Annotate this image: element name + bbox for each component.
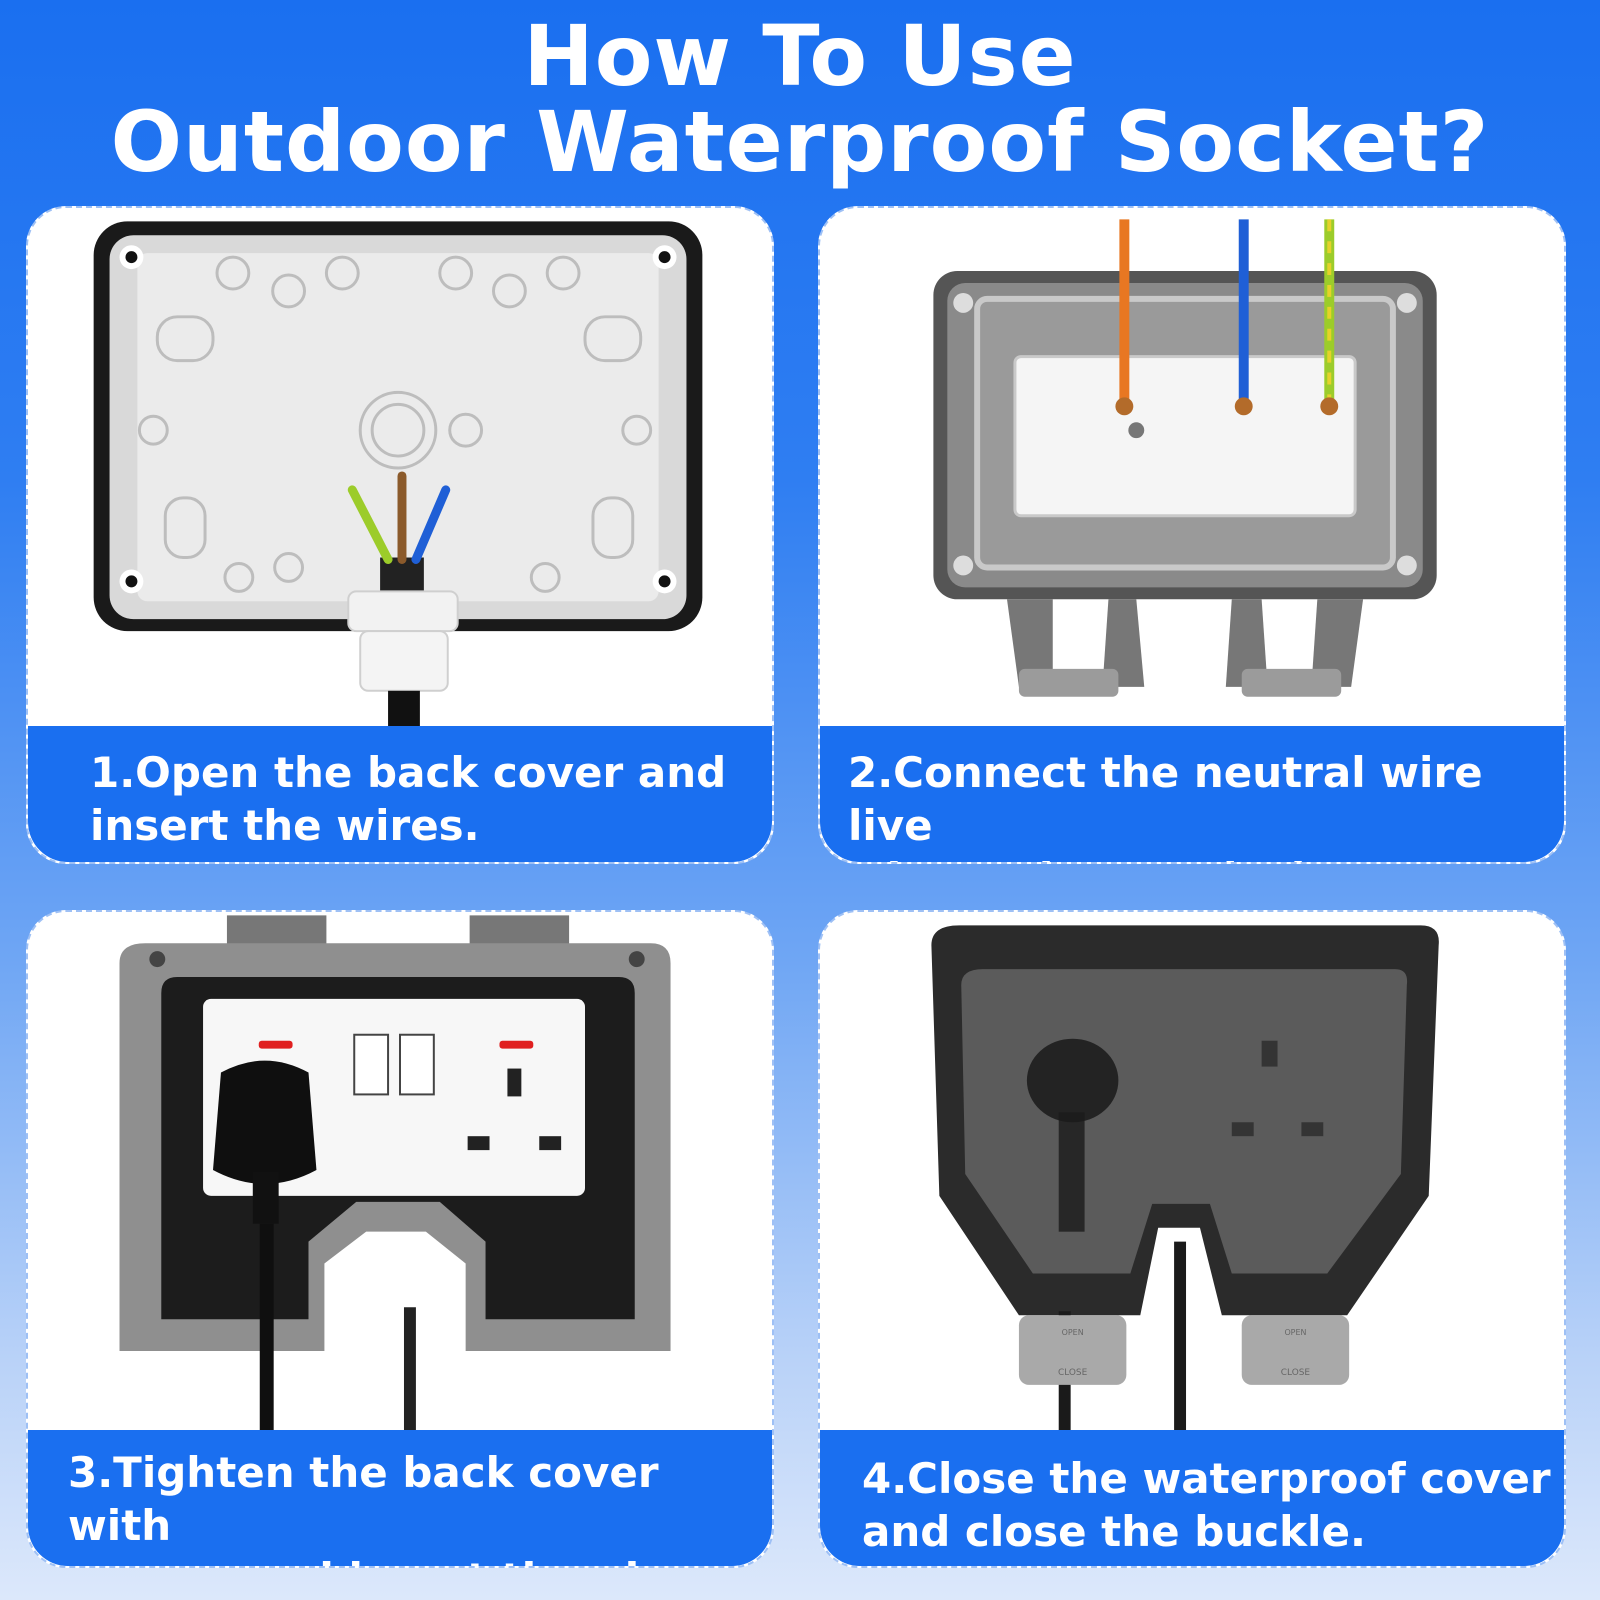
step-caption-3-line-2: screws and insert the plug. <box>68 1552 772 1566</box>
step-card-1: 1.Open the back cover and insert the wir… <box>26 206 774 864</box>
step-caption-4: 4.Close the waterproof cover and close t… <box>820 1430 1564 1566</box>
page-title-line-2: Outdoor Waterproof Socket? <box>110 93 1490 191</box>
page-title-line-1: How To Use <box>523 7 1077 105</box>
step-caption-4-line-1: 4.Close the waterproof cover <box>862 1454 1551 1503</box>
open-back-box-image <box>93 221 703 727</box>
closed-cover-image: OPEN CLOSE OPEN CLOSE <box>931 925 1439 1431</box>
step-card-2: 2.Connect the neutral wire live wire and… <box>818 206 1566 864</box>
step-card-3: 3.Tighten the back cover with screws and… <box>26 910 774 1568</box>
plugged-socket-image <box>119 915 671 1431</box>
step-caption-2-line-2: wire and ground wire. <box>848 852 1564 862</box>
step-caption-4-line-2: and close the buckle. <box>862 1507 1366 1556</box>
buckle-open-label-left: OPEN <box>1062 1328 1084 1337</box>
step-caption-1-line-1: 1.Open the back cover and <box>90 748 727 797</box>
step-caption-3: 3.Tighten the back cover with screws and… <box>28 1430 772 1566</box>
step-caption-1: 1.Open the back cover and insert the wir… <box>28 726 772 862</box>
step-caption-2: 2.Connect the neutral wire live wire and… <box>820 726 1564 862</box>
buckle-close-label-right: CLOSE <box>1281 1368 1311 1378</box>
step-caption-1-line-2: insert the wires. <box>90 801 480 850</box>
step-card-4: OPEN CLOSE OPEN CLOSE 4.Close the waterp… <box>818 910 1566 1568</box>
buckle-close-label-left: CLOSE <box>1058 1368 1088 1378</box>
step-caption-3-line-1: 3.Tighten the back cover with <box>68 1448 659 1550</box>
wired-socket-image <box>933 219 1437 697</box>
buckle-open-label-right: OPEN <box>1284 1328 1306 1337</box>
step-caption-2-line-1: 2.Connect the neutral wire live <box>848 748 1483 850</box>
